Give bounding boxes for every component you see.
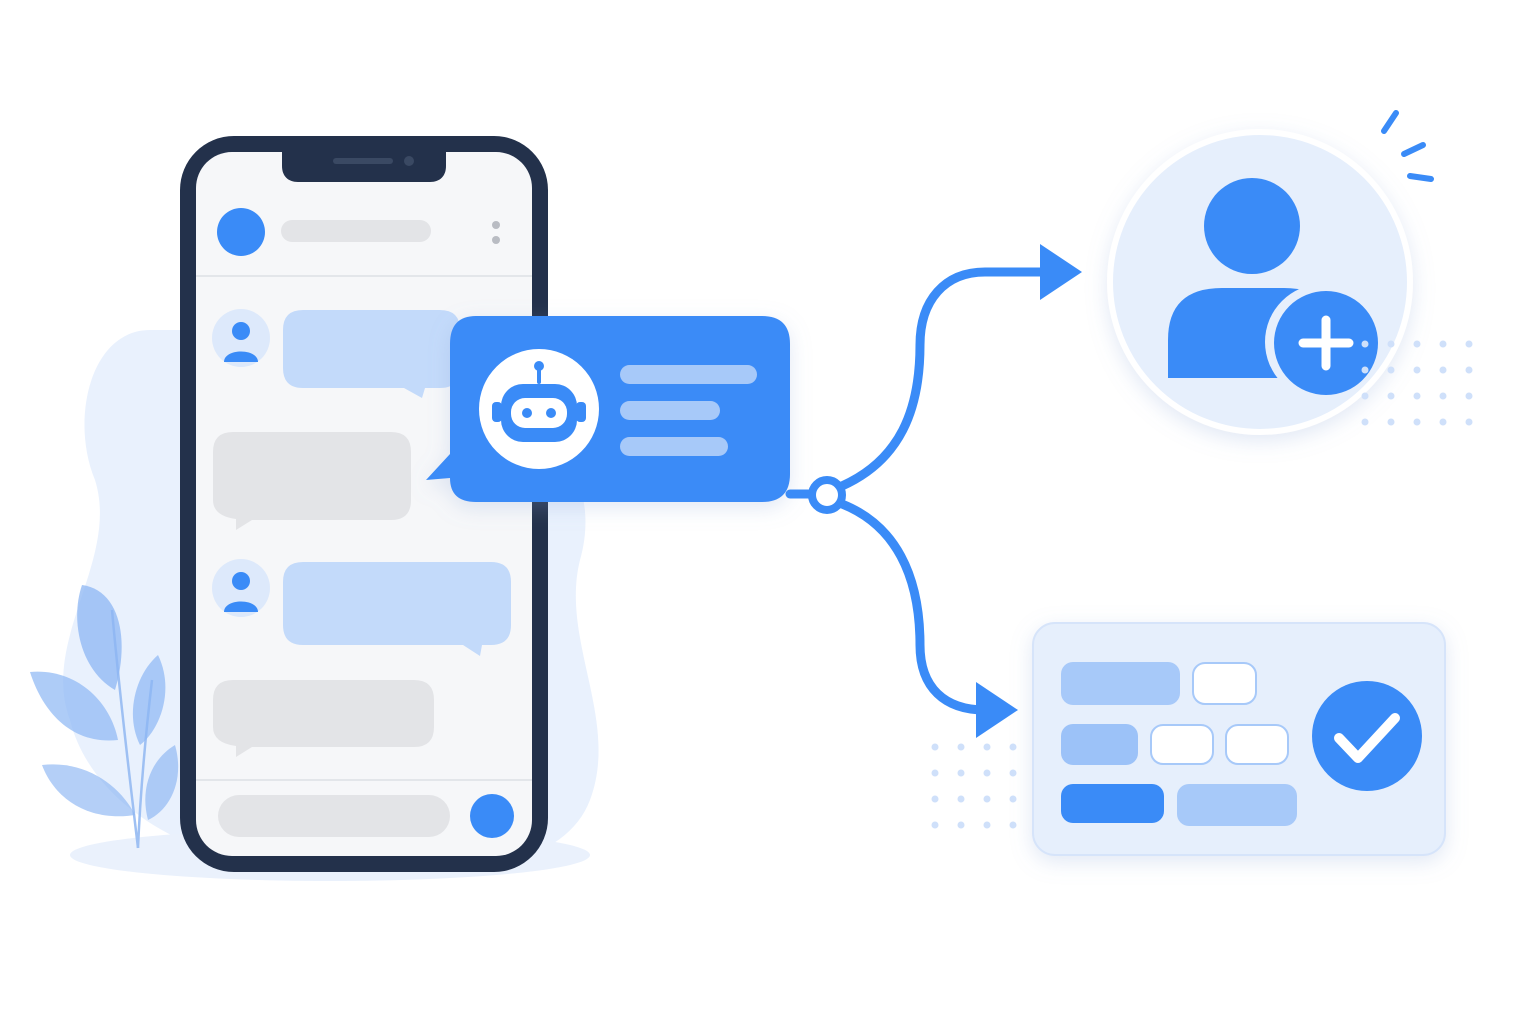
user-icon	[212, 309, 270, 367]
decoration-dot	[1009, 821, 1017, 829]
decoration-dot	[1009, 743, 1017, 751]
decoration-dot	[1361, 366, 1369, 374]
message-bubble-gray	[213, 680, 434, 757]
phone-notch	[282, 152, 446, 182]
arrow-head-top	[1040, 244, 1082, 300]
phone-speaker	[333, 158, 393, 164]
decoration-dot	[1413, 392, 1421, 400]
decoration-dot	[1465, 418, 1473, 426]
form-field-empty[interactable]	[1150, 724, 1214, 765]
decoration-dot	[931, 795, 939, 803]
decoration-dot	[1465, 340, 1473, 348]
form-field-filled	[1061, 662, 1180, 705]
plant-decoration	[30, 585, 179, 849]
decoration-dot	[957, 743, 965, 751]
chat-messages	[212, 309, 511, 757]
user-plus-icon[interactable]	[1168, 178, 1381, 400]
decoration-dot	[1439, 340, 1447, 348]
form-card	[1032, 622, 1446, 856]
decoration-dot	[957, 769, 965, 777]
bot-text-lines	[620, 365, 757, 456]
decoration-dot	[1439, 392, 1447, 400]
decoration-dot	[1413, 340, 1421, 348]
plant-leaf	[132, 655, 166, 745]
chat-input-bar	[196, 779, 532, 838]
phone-camera	[404, 156, 414, 166]
decoration-dot	[957, 821, 965, 829]
branch-line-bottom	[837, 499, 988, 715]
plant-leaf	[42, 764, 135, 817]
decoration-dot	[983, 795, 991, 803]
decoration-dot	[931, 743, 939, 751]
form-field-filled	[1177, 784, 1297, 826]
send-icon[interactable]	[470, 794, 514, 838]
decoration-dot	[931, 821, 939, 829]
add-contact-card	[1107, 110, 1434, 435]
add-contact-circle	[1107, 129, 1413, 435]
kebab-menu-icon[interactable]	[492, 221, 500, 244]
decoration-dot	[1413, 366, 1421, 374]
decoration-dot	[1465, 366, 1473, 374]
user-icon	[212, 559, 270, 617]
dot-grid-decoration	[931, 743, 1017, 829]
plant-leaf	[145, 745, 179, 820]
decoration-dot	[1361, 418, 1369, 426]
decoration-dot	[1387, 418, 1395, 426]
contact-name-placeholder	[281, 220, 431, 242]
branch-node	[808, 476, 846, 514]
message-input[interactable]	[218, 795, 450, 837]
form-submit-button[interactable]	[1061, 784, 1164, 823]
decoration-dot	[931, 769, 939, 777]
arrow-head-bottom	[976, 682, 1018, 738]
decoration-dot	[1387, 366, 1395, 374]
smartphone	[180, 136, 548, 872]
contact-avatar[interactable]	[217, 208, 265, 256]
sparkle-decoration	[1381, 110, 1434, 182]
decoration-dot	[1361, 340, 1369, 348]
decoration-dot	[1387, 392, 1395, 400]
decoration-dot	[1361, 392, 1369, 400]
decoration-dot	[1465, 392, 1473, 400]
checkmark-icon	[1312, 681, 1422, 791]
message-bubble-blue	[283, 562, 511, 656]
message-bubble-blue	[283, 310, 460, 398]
decoration-dot	[1009, 795, 1017, 803]
form-field-empty[interactable]	[1225, 724, 1289, 765]
branch-line-top	[837, 267, 1050, 491]
decoration-dot	[1387, 340, 1395, 348]
decoration-dot	[957, 795, 965, 803]
form-field-filled	[1061, 724, 1138, 765]
decoration-dot	[983, 821, 991, 829]
chat-header	[196, 208, 532, 277]
decoration-dot	[1439, 366, 1447, 374]
decoration-dot	[983, 769, 991, 777]
plant-leaf	[77, 585, 122, 690]
decoration-dot	[1439, 418, 1447, 426]
message-bubble-gray	[213, 432, 411, 530]
robot-icon	[479, 349, 599, 469]
decoration-dot	[1413, 418, 1421, 426]
decoration-dot	[1009, 769, 1017, 777]
plant-leaf	[30, 671, 118, 741]
form-field-empty[interactable]	[1192, 662, 1257, 705]
dot-grid-decoration	[1361, 340, 1473, 426]
decoration-dot	[983, 743, 991, 751]
